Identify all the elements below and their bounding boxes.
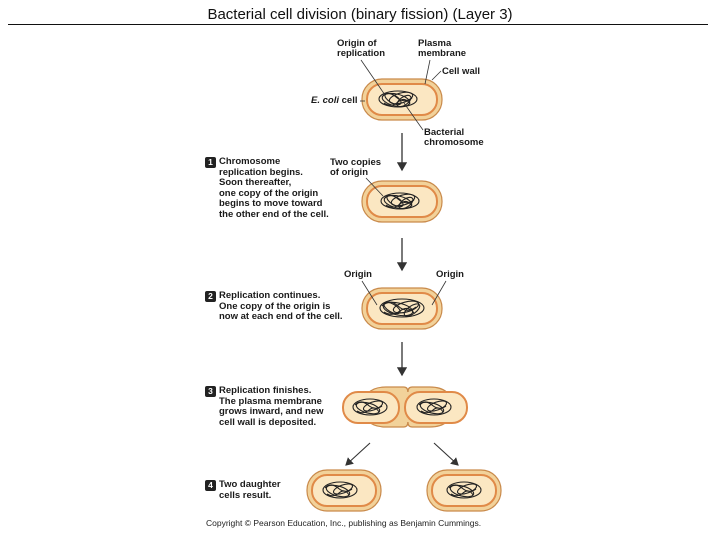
label-ecoli-rest: cell bbox=[338, 95, 358, 106]
label-origin-of-replication: Origin of replication bbox=[337, 38, 386, 59]
copyright-notice: Copyright © Pearson Education, Inc., pub… bbox=[206, 518, 482, 528]
cell-step-2 bbox=[361, 287, 443, 330]
step-number-3: 3 bbox=[205, 386, 216, 397]
page-title: Bacterial cell division (binary fission)… bbox=[207, 6, 513, 23]
cell-step-1 bbox=[361, 180, 443, 223]
label-cell-wall: Cell wall bbox=[442, 66, 481, 77]
label-two-copies-of-origin: Two copies of origin bbox=[330, 157, 382, 178]
step-number-2: 2 bbox=[205, 291, 216, 302]
label-ecoli-italic: E. coli bbox=[311, 95, 339, 106]
label-ecoli-cell: E. coli cell bbox=[311, 96, 357, 106]
label-plasma-membrane: Plasma membrane bbox=[418, 38, 467, 59]
daughter-cell-right bbox=[426, 469, 502, 512]
label-origin-left: Origin bbox=[344, 269, 372, 280]
label-bacterial-chromosome: Bacterial chromosome bbox=[424, 127, 484, 148]
step-text-4: Two daughter cells result. bbox=[219, 479, 281, 501]
step-number-4: 4 bbox=[205, 480, 216, 491]
bacterial-chromosome bbox=[378, 90, 418, 108]
label-leaders bbox=[360, 59, 442, 131]
ecoli-cell bbox=[361, 78, 443, 121]
cell-step-3-dividing bbox=[342, 386, 468, 428]
arrow-to-daughter-right bbox=[433, 442, 459, 466]
step-text-3: Replication finishes. The plasma membran… bbox=[219, 385, 324, 428]
title-underline bbox=[8, 24, 708, 25]
step-text-1: Chromosome replication begins. Soon ther… bbox=[219, 156, 329, 220]
arrow-to-daughter-left bbox=[345, 442, 371, 466]
daughter-cell-left bbox=[306, 469, 382, 512]
label-origin-right: Origin bbox=[436, 269, 464, 280]
step-number-1: 1 bbox=[205, 157, 216, 168]
step-text-2: Replication continues. One copy of the o… bbox=[219, 290, 343, 322]
